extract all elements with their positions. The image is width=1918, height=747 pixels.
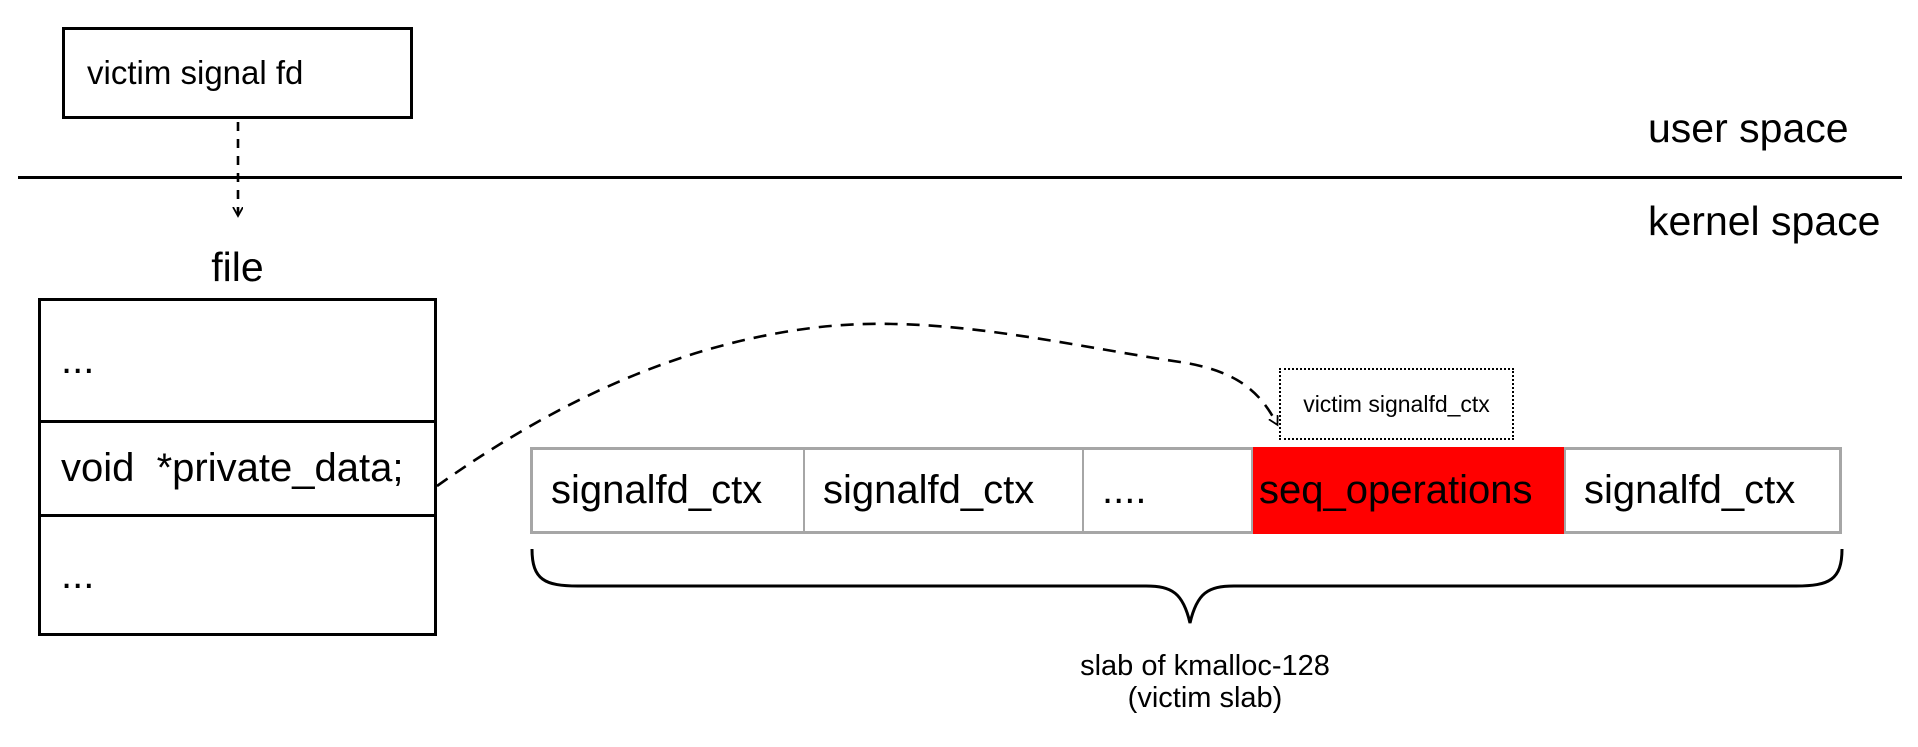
file-struct-row-ellipsis-bottom: ... <box>61 552 95 597</box>
slab-cell-ellipsis: .... <box>1084 450 1253 531</box>
slab-cell-signalfd-ctx-2: signalfd_ctx <box>805 450 1084 531</box>
slab-cell-seq-operations: seq_operations <box>1253 447 1564 534</box>
victim-signalfd-ctx-box: victim signalfd_ctx <box>1279 368 1514 440</box>
slab-cell-signalfd-ctx-3: signalfd_ctx <box>1564 450 1839 531</box>
file-struct-title: file <box>211 244 264 290</box>
slab-caption-line1: slab of kmalloc-128 <box>1080 650 1330 682</box>
user-kernel-divider-line <box>18 176 1902 179</box>
victim-signal-fd-box: victim signal fd <box>62 27 413 119</box>
file-struct-row-private-data: void *private_data; <box>41 420 434 517</box>
user-space-label: user space <box>1648 105 1849 151</box>
victim-signal-fd-label: victim signal fd <box>87 54 304 91</box>
file-struct-table: ... void *private_data; ... <box>38 298 437 636</box>
victim-signalfd-ctx-label: victim signalfd_ctx <box>1303 390 1490 417</box>
slab-caption-line2: (victim slab) <box>1127 682 1283 715</box>
slab-cell-signalfd-ctx-1: signalfd_ctx <box>533 450 805 531</box>
slab-caption: slab of kmalloc-128 (victim slab) <box>905 650 1505 715</box>
slab-brace <box>530 548 1844 624</box>
kernel-space-label: kernel space <box>1648 198 1881 244</box>
file-struct-row-ellipsis-top: ... <box>61 338 95 382</box>
kmalloc-128-slab-row: signalfd_ctx signalfd_ctx .... seq_opera… <box>530 447 1842 534</box>
